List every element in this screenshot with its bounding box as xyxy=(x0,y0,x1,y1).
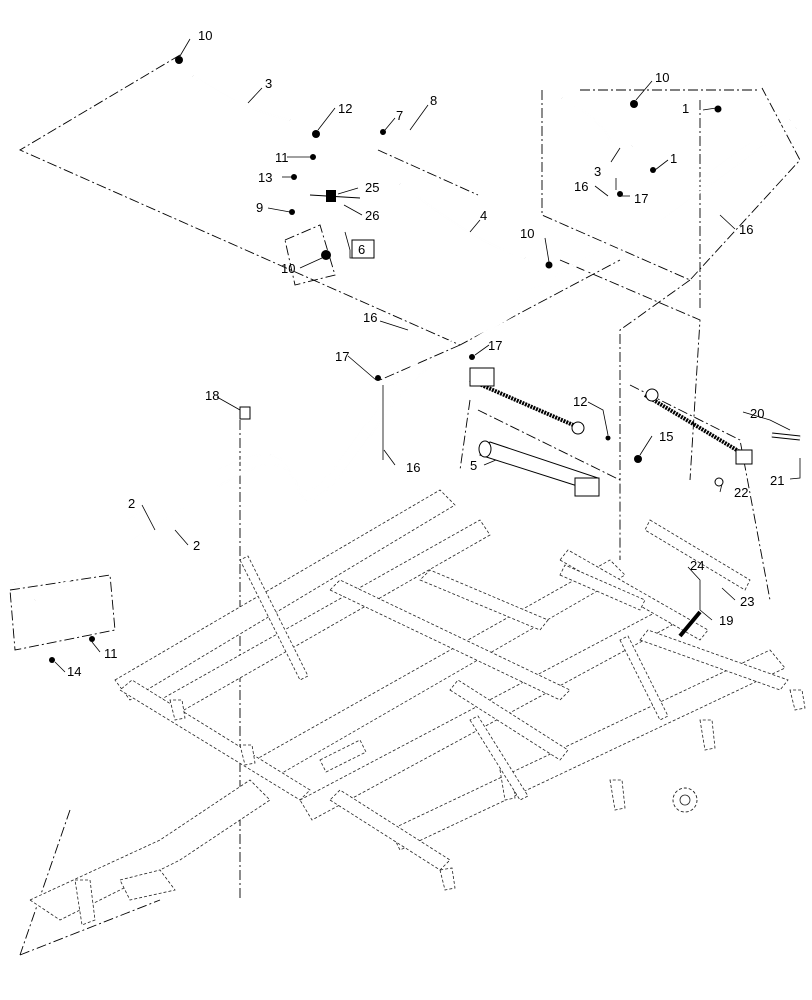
callout-label: 20 xyxy=(750,406,764,421)
callout-label: 18 xyxy=(205,388,219,403)
implement-frame xyxy=(29,489,806,926)
callout-label: 2 xyxy=(193,538,200,553)
callout-label: 10 xyxy=(655,70,669,85)
callout-label: 10 xyxy=(198,28,212,43)
callout-label: 13 xyxy=(258,170,272,185)
callout-label: 26 xyxy=(365,208,379,223)
callout-label: 17 xyxy=(335,349,349,364)
callout-label: 10 xyxy=(520,226,534,241)
callout-label: 17 xyxy=(634,191,648,206)
callout-label: 24 xyxy=(690,558,704,573)
callout-label: 12 xyxy=(338,101,352,116)
callout-label: 12 xyxy=(573,394,587,409)
callout-label: 10 xyxy=(281,261,295,276)
callout-label: 16 xyxy=(406,460,420,475)
callout-label: 3 xyxy=(594,164,601,179)
callout-label: 16 xyxy=(574,179,588,194)
callout-label: 3 xyxy=(265,76,272,91)
callout-label: 8 xyxy=(430,93,437,108)
callout-box xyxy=(351,239,375,259)
callout-label: 1 xyxy=(682,101,689,116)
callout-label: 25 xyxy=(365,180,379,195)
callout-label: 17 xyxy=(488,338,502,353)
leader-lines xyxy=(54,38,801,673)
callout-label: 23 xyxy=(740,594,754,609)
callout-label: 9 xyxy=(256,200,263,215)
callout-label: 22 xyxy=(734,485,748,500)
callout-label: 2 xyxy=(128,496,135,511)
callout-label: 7 xyxy=(396,108,403,123)
callout-label: 5 xyxy=(470,458,477,473)
callout-label: 15 xyxy=(659,429,673,444)
callout-label: 11 xyxy=(104,646,118,661)
callout-label: 21 xyxy=(770,473,784,488)
callout-label: 11 xyxy=(275,150,289,165)
callout-label: 14 xyxy=(67,664,81,679)
callout-label: 6 xyxy=(358,242,365,257)
callout-label: 4 xyxy=(480,208,487,223)
callout-label: 19 xyxy=(719,613,733,628)
hoses xyxy=(14,75,797,601)
callout-label: 1 xyxy=(670,151,677,166)
callouts: 10 3 12 7 8 11 13 25 9 26 6 10 4 10 10 1… xyxy=(67,28,784,679)
components xyxy=(49,56,801,663)
callout-label: 16 xyxy=(363,310,377,325)
callout-label: 16 xyxy=(739,222,753,237)
